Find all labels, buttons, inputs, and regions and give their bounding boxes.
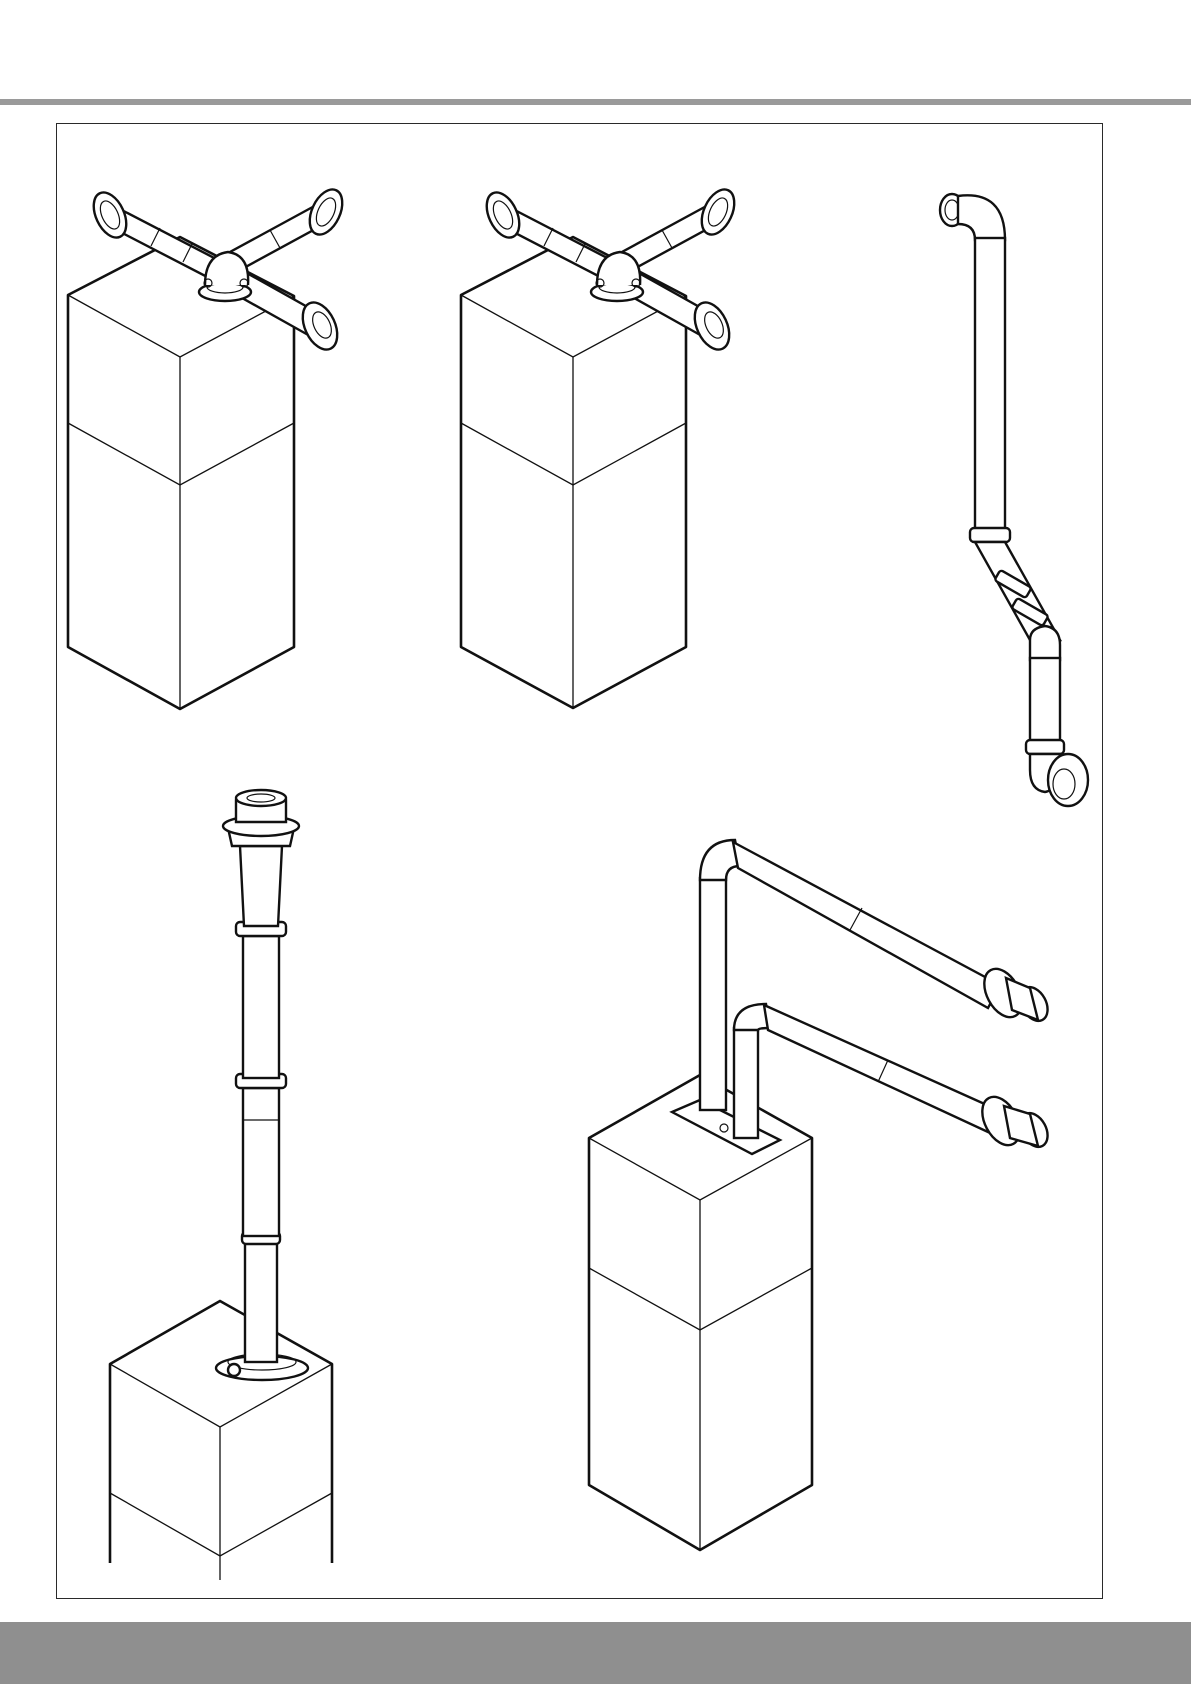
boiler-horizontal-terminal-a — [68, 184, 349, 709]
offset-flue-assembly — [940, 194, 1088, 806]
boiler-twin-pipe-terminals — [589, 840, 1053, 1550]
boiler-horizontal-terminal-b — [461, 184, 741, 708]
boiler-vertical-roof-terminal — [110, 790, 332, 1580]
